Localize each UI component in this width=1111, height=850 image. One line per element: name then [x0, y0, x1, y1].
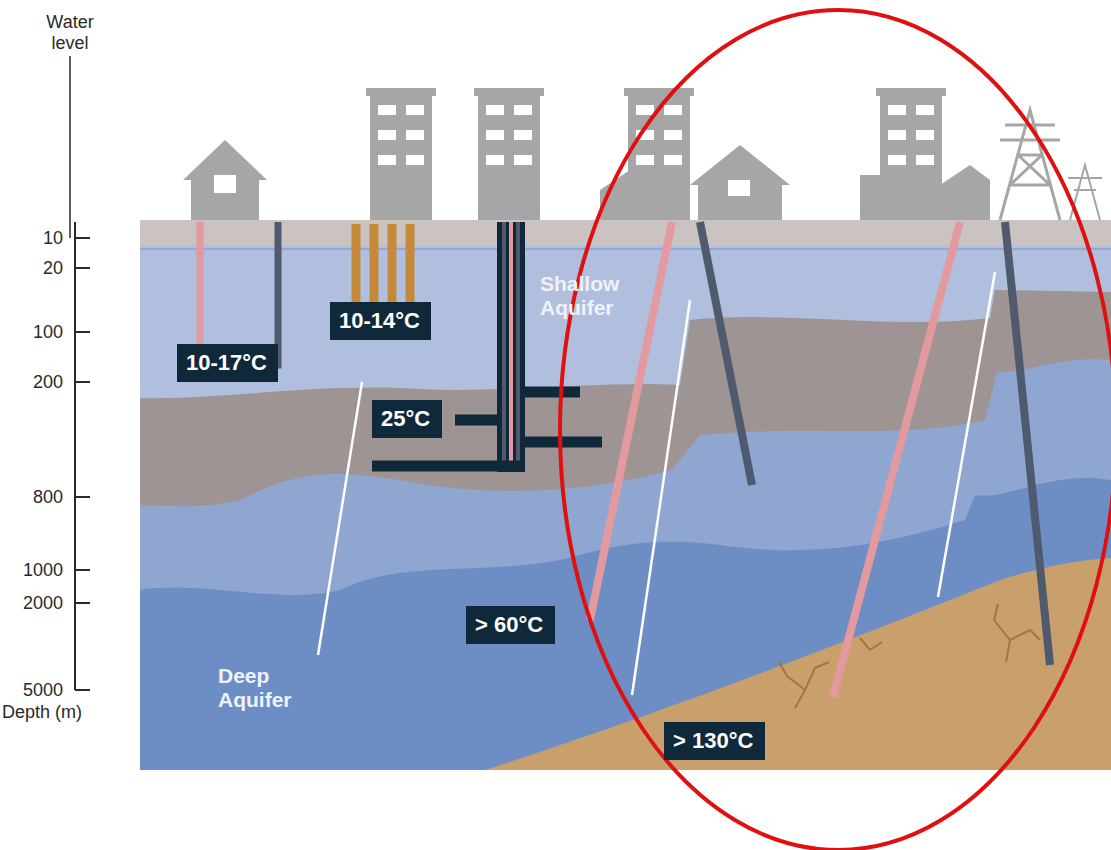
depth-tick-label: 800	[33, 487, 63, 507]
temperature-value: 10-17°C	[186, 350, 267, 376]
depth-tick-label: 5000	[23, 680, 63, 700]
axis-title: Depth (m)	[2, 702, 82, 722]
temperature-value: 25°C	[381, 406, 430, 432]
depth-tick-label: 2000	[23, 593, 63, 613]
depth-tick-label: 10	[43, 228, 63, 248]
water-level-label: Water level	[40, 12, 100, 54]
depth-tick-label: 20	[43, 258, 63, 278]
temperature-box: 10-17°C	[177, 344, 278, 382]
depth-tick-label: 1000	[23, 560, 63, 580]
aquifer-label: Shallow Aquifer	[540, 272, 640, 320]
aquifer-label: Deep Aquifer	[218, 664, 308, 712]
depth-tick-label: 100	[33, 322, 63, 342]
temperature-value: 10-14°C	[339, 308, 420, 334]
temperature-box: 25°C	[372, 400, 442, 438]
temperature-box: > 130°C	[664, 722, 765, 760]
temperature-box: > 60°C	[466, 606, 555, 644]
temperature-value: > 60°C	[475, 612, 543, 638]
depth-tick-label: 200	[33, 372, 63, 392]
temperature-value: > 130°C	[673, 728, 753, 754]
temperature-box: 10-14°C	[330, 302, 431, 340]
